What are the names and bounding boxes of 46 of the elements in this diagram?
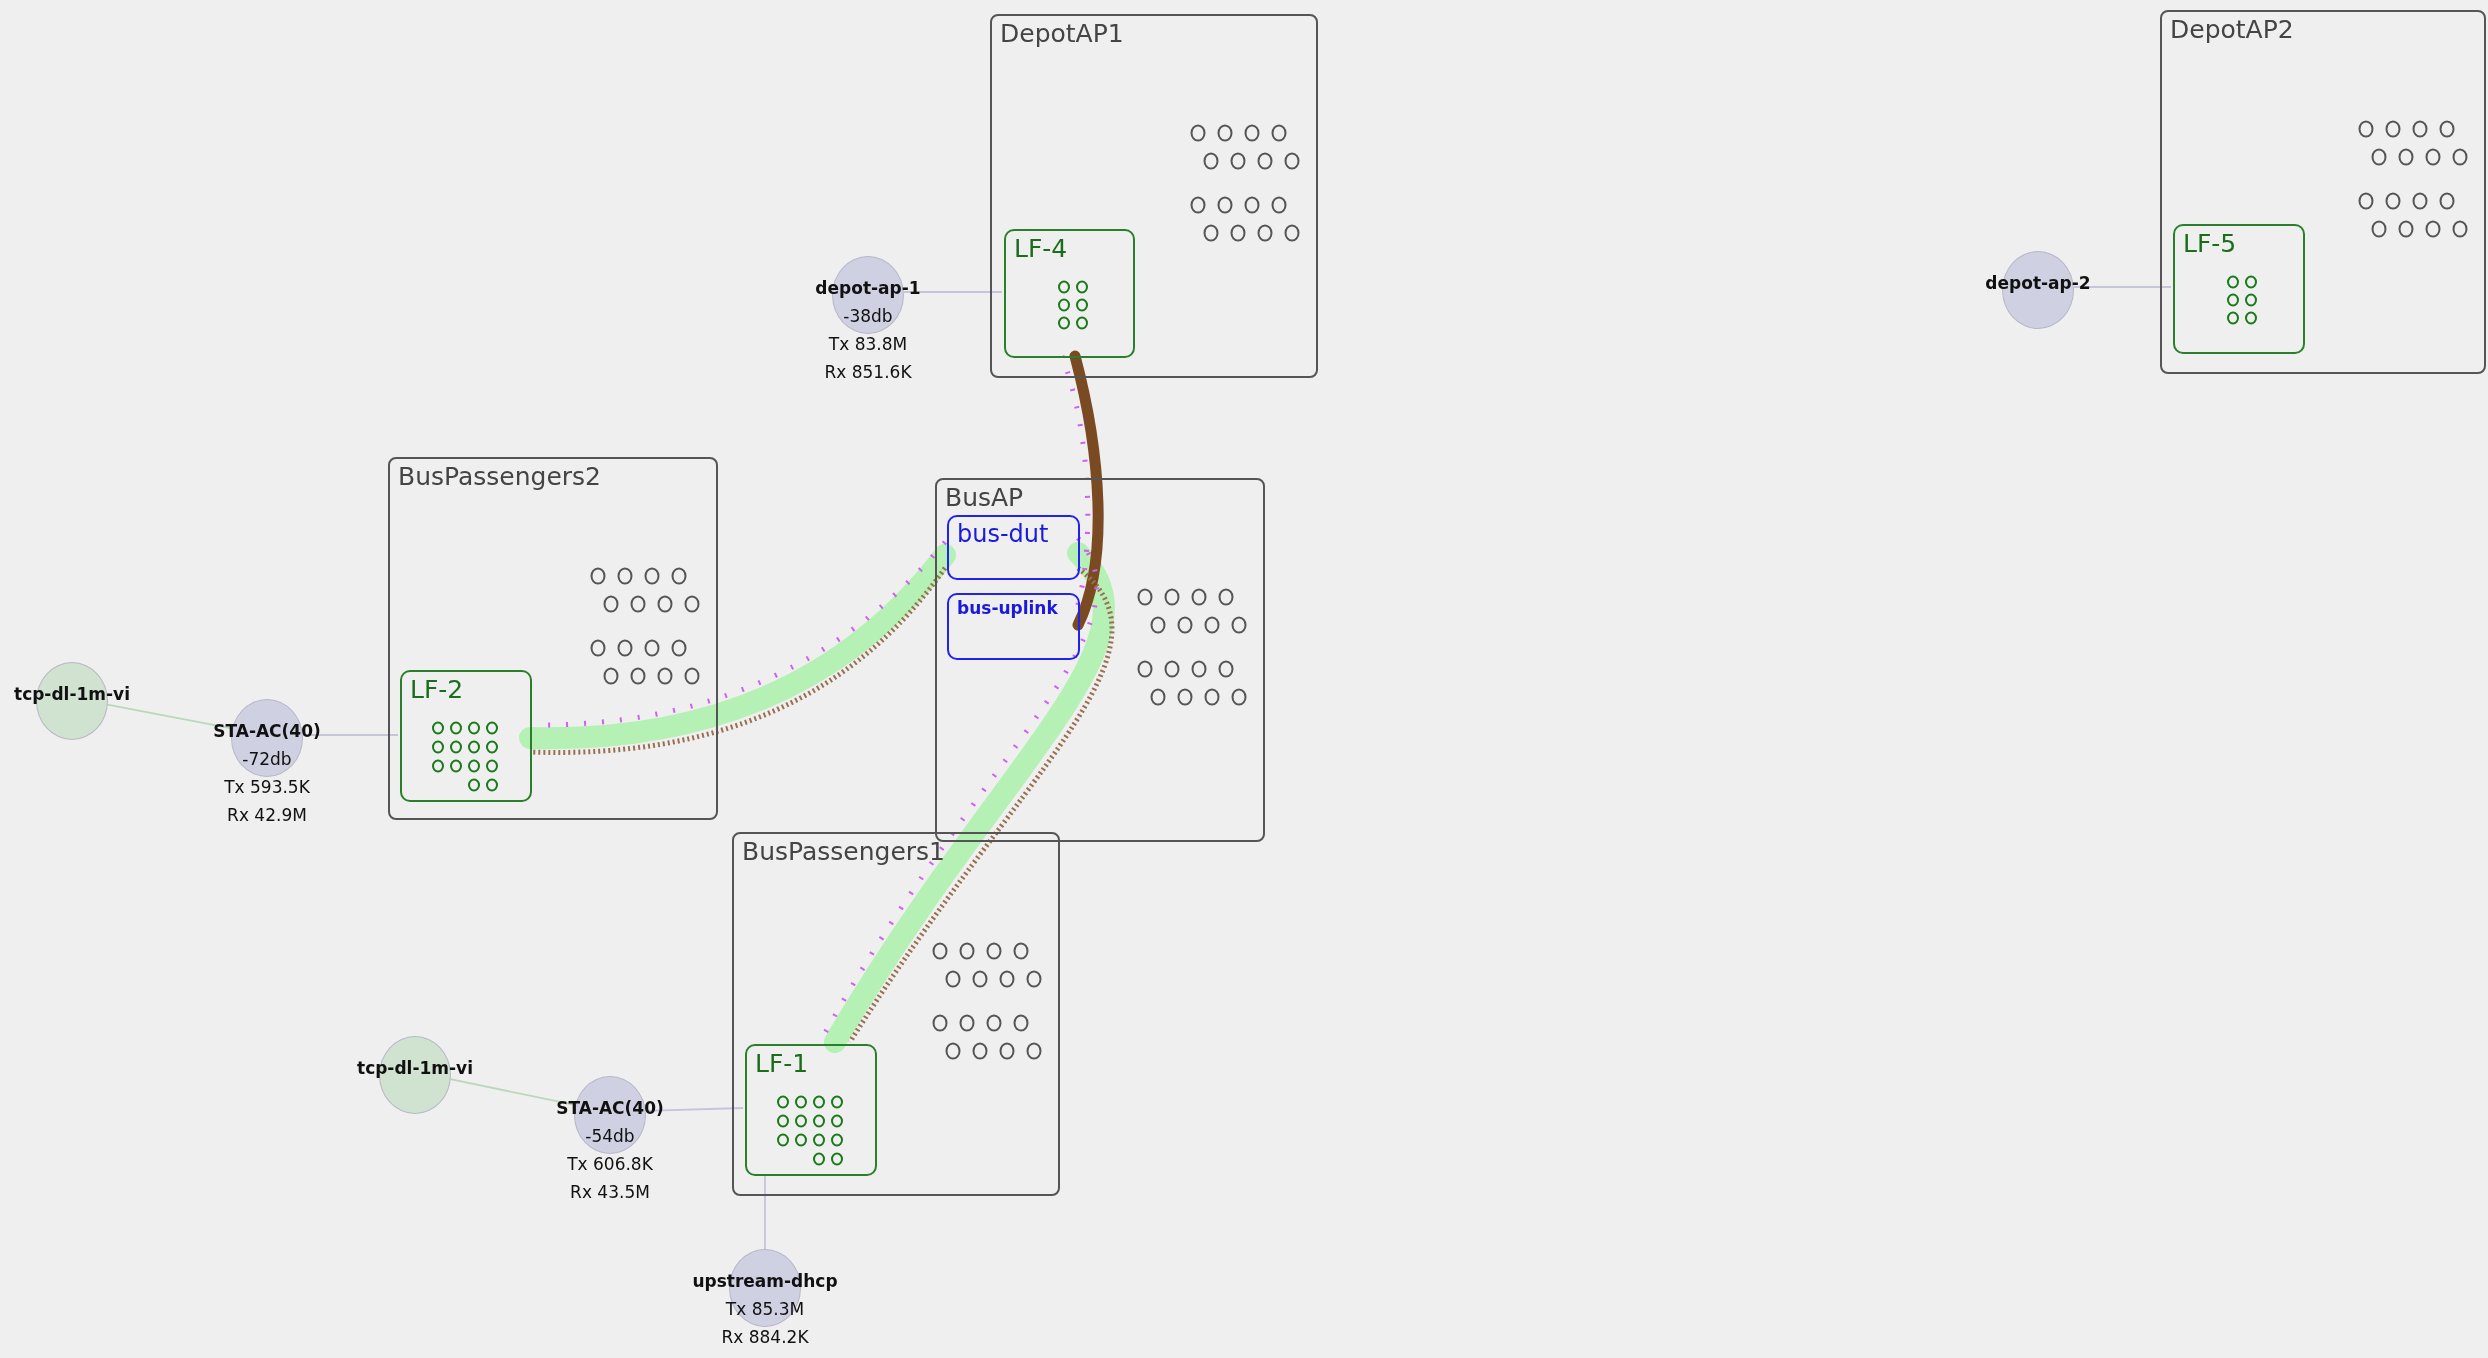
group-title: BusPassengers2 — [398, 462, 602, 491]
group-box — [990, 14, 1318, 378]
radio-box — [947, 515, 1080, 580]
group-title: BusPassengers1 — [742, 837, 946, 866]
host-label: depot-ap-1 — [814, 278, 922, 298]
station-group-box — [2173, 224, 2305, 354]
host-label: tcp-dl-1m-vi — [356, 1058, 474, 1078]
host-label: Tx 606.8K — [566, 1154, 654, 1174]
group-title: DepotAP1 — [1000, 19, 1124, 48]
group-box — [388, 457, 718, 820]
host-label: -38db — [842, 306, 894, 326]
link-line — [903, 291, 1003, 293]
host-label: Rx 43.5M — [569, 1182, 651, 1202]
link-line — [1069, 350, 1104, 631]
host-label: Rx 42.9M — [226, 805, 308, 825]
host-label: depot-ap-2 — [1984, 273, 2092, 293]
host-label: Rx 851.6K — [823, 362, 913, 382]
link-line — [519, 544, 956, 749]
link-line — [764, 1173, 766, 1250]
group-title: BusAP — [945, 483, 1024, 512]
link-line — [2073, 286, 2172, 288]
group-box — [2160, 10, 2486, 374]
group-title: LF-1 — [755, 1049, 809, 1078]
group-title: LF-2 — [410, 675, 464, 704]
group-title: bus-dut — [957, 520, 1049, 548]
station-group-box — [400, 670, 532, 802]
group-title: bus-uplink — [957, 598, 1058, 618]
group-title: LF-4 — [1014, 234, 1068, 263]
host-label: STA-AC(40) — [555, 1098, 665, 1118]
group-box — [935, 478, 1265, 842]
group-title: DepotAP2 — [2170, 15, 2294, 44]
radio-box — [947, 593, 1080, 660]
host-label: STA-AC(40) — [212, 721, 322, 741]
link-line — [530, 566, 947, 755]
host-label: -72db — [241, 749, 293, 769]
group-box — [732, 832, 1060, 1196]
host-label: -54db — [584, 1126, 636, 1146]
host-label: Tx 85.3M — [724, 1299, 806, 1319]
host-label: tcp-dl-1m-vi — [13, 684, 131, 704]
station-group-box — [745, 1044, 877, 1176]
station-group-box — [1004, 229, 1135, 358]
group-title: LF-5 — [2183, 229, 2237, 258]
host-label: Tx 83.8M — [827, 334, 909, 354]
host-label: Tx 593.5K — [223, 777, 311, 797]
host-label: Rx 884.2K — [720, 1327, 810, 1347]
host-label: upstream-dhcp — [691, 1271, 839, 1291]
